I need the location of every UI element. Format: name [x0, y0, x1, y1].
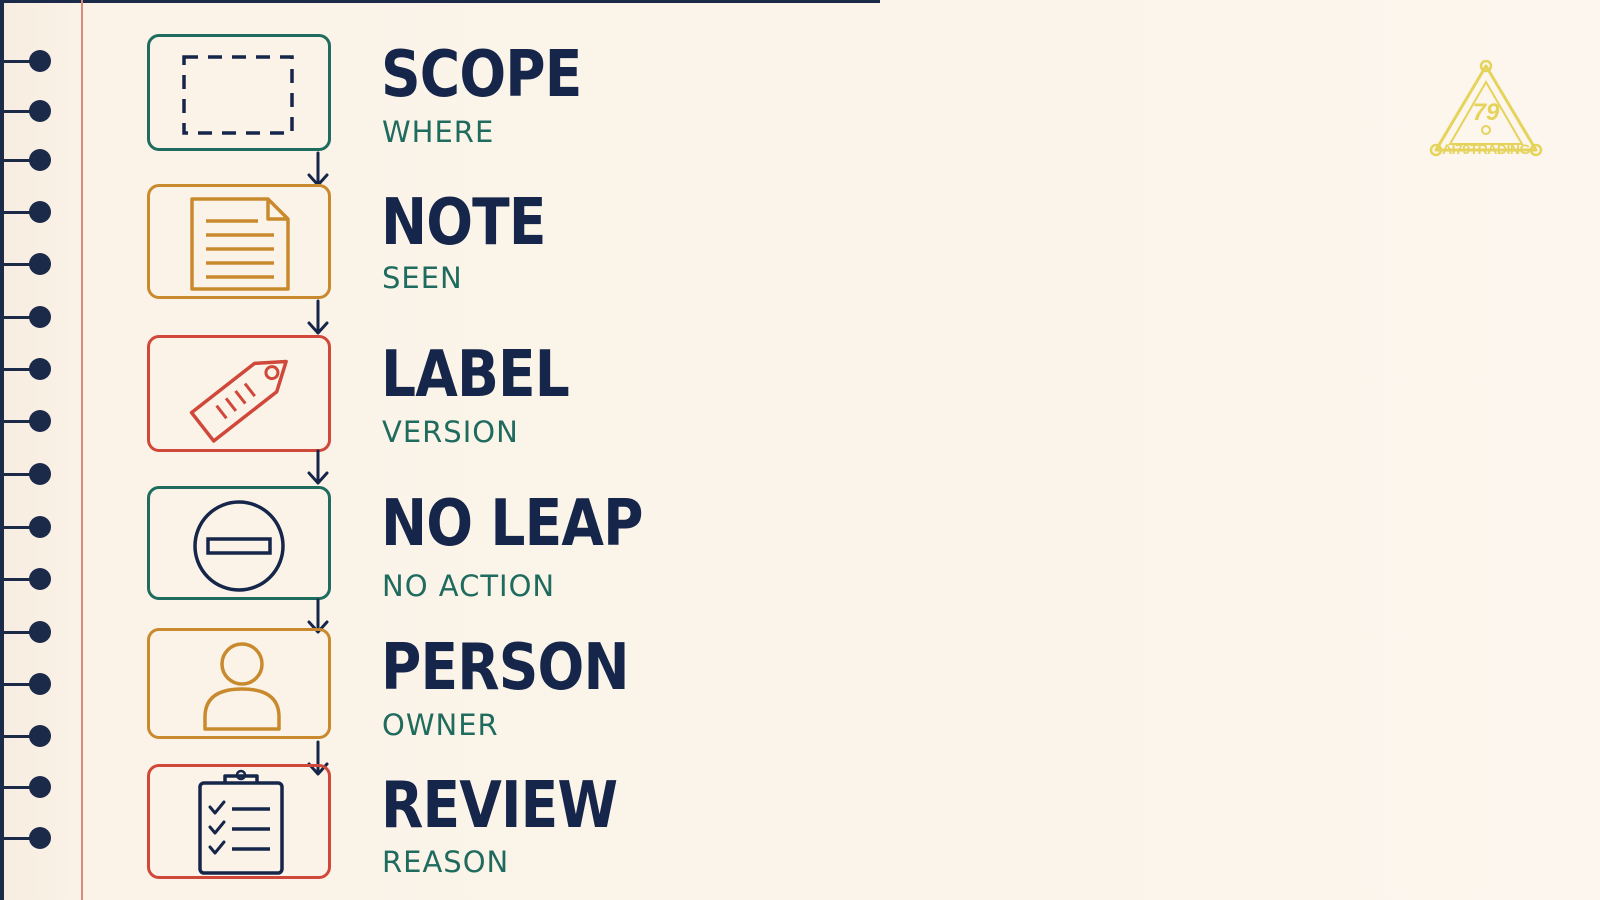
- step-title: NO LEAP: [381, 487, 643, 561]
- icon-card-no-leap: [147, 486, 331, 600]
- icon-card-note: [147, 184, 331, 299]
- step-subtitle: SEEN: [382, 261, 463, 295]
- step-title: PERSON: [381, 631, 630, 705]
- down-arrow-icon: [307, 598, 329, 634]
- spiral-ring: [4, 463, 51, 485]
- spiral-ring: [4, 358, 51, 380]
- step-title: LABEL: [381, 338, 570, 412]
- step-subtitle: REASON: [382, 845, 510, 879]
- dashed-frame-icon: [182, 55, 294, 135]
- spiral-ring: [4, 776, 51, 798]
- document-icon: [190, 197, 290, 291]
- icon-card-review: [147, 764, 331, 879]
- step-subtitle: WHERE: [382, 115, 495, 149]
- down-arrow-icon: [307, 299, 329, 335]
- icon-card-scope: [147, 34, 331, 151]
- step-title: REVIEW: [381, 769, 618, 843]
- spiral-ring: [4, 253, 51, 275]
- down-arrow-icon: [307, 449, 329, 485]
- spiral-ring: [4, 50, 51, 72]
- icon-card-label: [147, 335, 331, 452]
- step-title: SCOPE: [381, 38, 582, 112]
- spiral-ring: [4, 516, 51, 538]
- person-icon: [203, 642, 281, 731]
- page-left-border: [0, 0, 4, 900]
- spiral-ring: [4, 100, 51, 122]
- spiral-ring: [4, 568, 51, 590]
- spiral-ring: [4, 201, 51, 223]
- spiral-ring: [4, 410, 51, 432]
- step-subtitle: OWNER: [382, 708, 499, 742]
- step-subtitle: NO ACTION: [382, 569, 556, 603]
- spiral-ring: [4, 725, 51, 747]
- clipboard-checklist-icon: [198, 769, 284, 875]
- step-title: NOTE: [381, 186, 546, 260]
- margin-line: [81, 0, 83, 900]
- logo-wordmark: AI79TRADING: [1442, 141, 1530, 157]
- logo-icon: 79: [1429, 60, 1543, 157]
- icon-card-person: [147, 628, 331, 739]
- page-top-border: [0, 0, 880, 3]
- step-subtitle: VERSION: [382, 415, 519, 449]
- tag-icon: [189, 359, 288, 443]
- spiral-ring: [4, 673, 51, 695]
- spiral-ring: [4, 306, 51, 328]
- spiral-ring: [4, 827, 51, 849]
- svg-text:79: 79: [1473, 99, 1500, 126]
- spiral-ring: [4, 149, 51, 171]
- no-entry-icon: [193, 500, 285, 592]
- spiral-ring: [4, 621, 51, 643]
